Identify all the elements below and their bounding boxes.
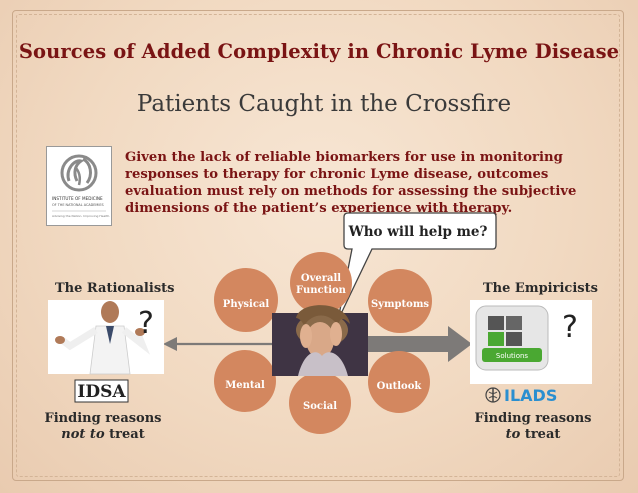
empiricists-reason-line1: Finding reasons <box>474 411 591 426</box>
rationalists-reason-tail: treat <box>105 427 145 442</box>
rationalists-reason-line1: Finding reasons <box>44 411 161 426</box>
rationalists-reason-emphasis: not to <box>61 427 104 442</box>
empiricists-reason: Finding reasons to treat <box>470 411 596 443</box>
empiricists-reason-tail: treat <box>520 427 560 442</box>
ilads-logo-text: ILADS <box>504 386 557 405</box>
mental-label: Mental <box>215 380 275 392</box>
empiricist-question-mark: ? <box>562 310 578 345</box>
rationalist-question-mark: ? <box>138 306 154 341</box>
physical-label: Physical <box>216 299 276 311</box>
rationalists-reason: Finding reasons not to treat <box>40 411 166 443</box>
empiricists-heading: The Empiricists <box>483 281 598 296</box>
right-arrow-head <box>448 326 472 362</box>
speech-bubble-text: Who will help me? <box>344 220 492 244</box>
social-label: Social <box>290 401 350 413</box>
overall-function-label: Overall Function <box>291 273 351 297</box>
symptoms-label: Symptoms <box>364 299 436 311</box>
right-arrow-shaft <box>368 336 452 352</box>
outlook-label: Outlook <box>369 381 429 393</box>
overall-function-line1: Overall <box>301 273 341 284</box>
overall-function-line2: Function <box>296 285 346 296</box>
solutions-label: Solutions <box>496 352 529 360</box>
idsa-logo: IDSA <box>77 382 126 402</box>
empiricists-reason-emphasis: to <box>506 427 521 442</box>
left-arrow-head <box>163 337 177 351</box>
rationalists-heading: The Rationalists <box>55 281 174 296</box>
ilads-logo: ILADS <box>486 386 557 405</box>
